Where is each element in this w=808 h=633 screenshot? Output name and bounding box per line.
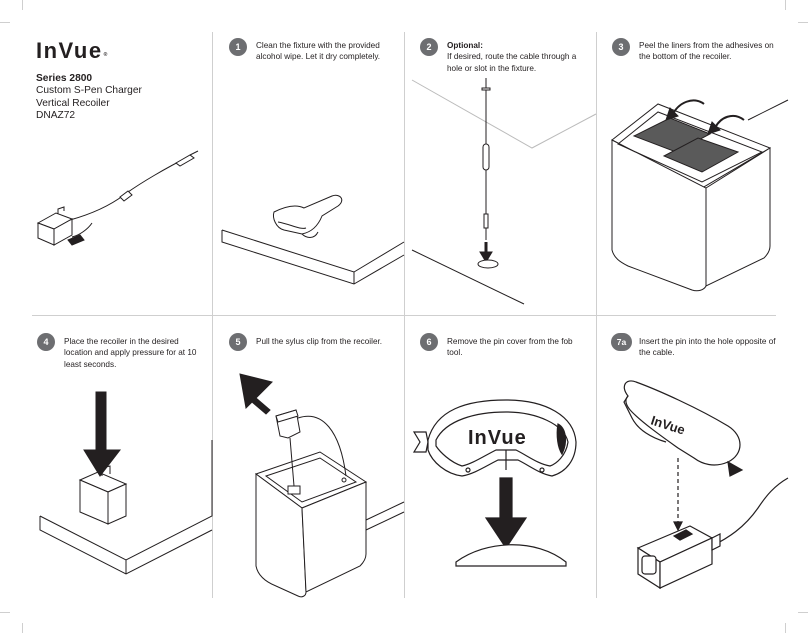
- crop-mark: [798, 612, 808, 613]
- step-4-illustration: [39, 391, 213, 575]
- product-model: DNAZ72: [36, 109, 76, 121]
- step-2-text: Optional: If desired, route the cable th…: [447, 40, 587, 74]
- step-2-body: If desired, route the cable through a ho…: [447, 52, 577, 73]
- crop-mark: [0, 22, 10, 23]
- step-2-illustration: [411, 78, 597, 305]
- product-illustration: [36, 150, 199, 246]
- product-line-1: Custom S-Pen Charger: [36, 85, 142, 97]
- step-2-heading: Optional:: [447, 41, 483, 50]
- step-badge-2: 2: [420, 38, 438, 56]
- product-info: Series 2800 Custom S-Pen Charger Vertica…: [36, 73, 142, 122]
- step-badge-6: 6: [420, 333, 438, 351]
- step-6-text: Remove the pin cover from the fob tool.: [447, 337, 573, 358]
- crop-mark: [785, 623, 786, 633]
- step-1-illustration: [221, 194, 405, 285]
- step-badge-5: 5: [229, 333, 247, 351]
- step-badge-7a: 7a: [611, 333, 632, 351]
- step-1-text: Clean the fixture with the provided alco…: [256, 41, 381, 62]
- step-badge-4: 4: [37, 333, 55, 351]
- fob-logo-text: InVue: [468, 427, 527, 449]
- step-3-text: Peel the liners from the adhesives on th…: [639, 41, 774, 62]
- step-7a-illustration: InVue: [623, 380, 789, 590]
- step-badge-1: 1: [229, 38, 247, 56]
- row-divider: [32, 315, 776, 316]
- product-line-2: Vertical Recoiler: [36, 97, 110, 109]
- brand-logo-text: InVue: [36, 38, 103, 63]
- step-5-illustration: [239, 373, 405, 598]
- crop-mark: [22, 623, 23, 633]
- step-badge-3: 3: [612, 38, 630, 56]
- crop-mark: [785, 0, 786, 10]
- step-3-illustration: [611, 99, 789, 292]
- brand-logo: InVue®: [36, 38, 108, 64]
- step-7a-text: Insert the pin into the hole opposite of…: [639, 337, 776, 358]
- step-4-text: Place the recoiler in the desired locati…: [64, 337, 197, 369]
- step-5-text: Pull the sylus clip from the recoiler.: [256, 337, 383, 346]
- step-6-illustration: InVue: [412, 399, 577, 567]
- trademark-symbol: ®: [103, 52, 108, 58]
- crop-mark: [798, 22, 808, 23]
- crop-mark: [0, 612, 10, 613]
- crop-mark: [22, 0, 23, 10]
- product-series: Series 2800: [36, 73, 93, 84]
